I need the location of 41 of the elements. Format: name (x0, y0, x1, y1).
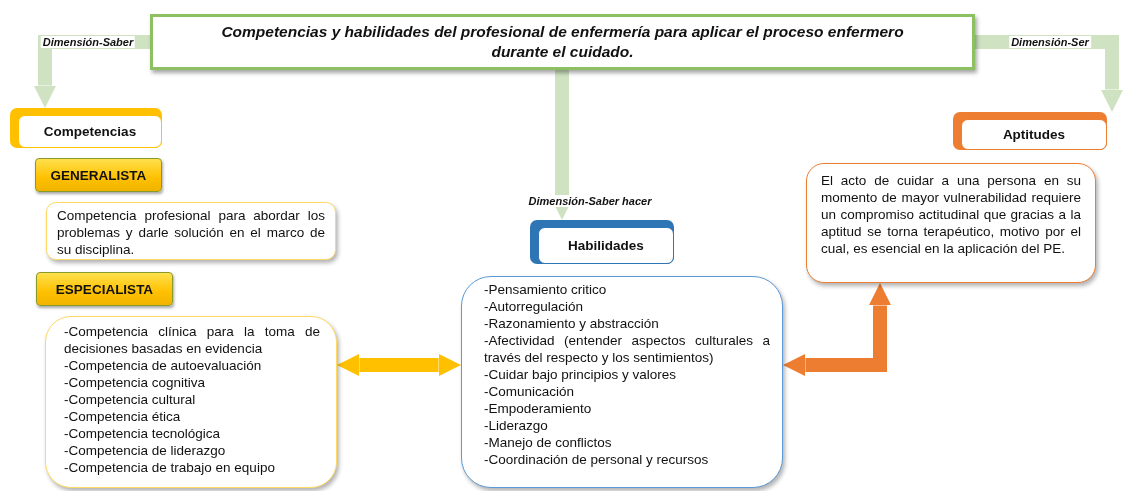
list-item: -Competencia cultural (64, 391, 197, 408)
list-item: -Competencia clínica para la toma de decisiones basadas en evidencia (64, 323, 320, 357)
block-arrow (33, 35, 150, 108)
list-item: -Pensamiento critico (484, 281, 608, 298)
block-arrow (783, 283, 892, 377)
list-item: -Competencia cognitiva (64, 374, 207, 391)
title-banner (150, 14, 975, 70)
edge-label: Dimensión-Ser (1009, 36, 1091, 48)
list-item: -Afectividad (entender aspectos culturales a través del respecto y los sentimientos) (484, 332, 770, 366)
heading-tab (530, 220, 674, 264)
list-item: -Cuidar bajo principios y valores (484, 366, 678, 383)
edge-label: Dimensión-Saber hacer (526, 195, 654, 207)
block-arrow (975, 35, 1124, 112)
description-card (46, 202, 336, 260)
tab-heading: Aptitudes (961, 119, 1107, 150)
edge-label: Dimensión-Saber (40, 36, 136, 48)
list-item: -Razonamiento y abstracción (484, 315, 660, 332)
category-label: GENERALISTA (35, 158, 162, 192)
title-text: Competencias y habilidades del profesional de enfermería para aplicar el proceso enfermero durante el cuidado. (220, 21, 905, 62)
list-item: -Autorregulación (484, 298, 585, 315)
tab-heading: Competencias (18, 115, 162, 148)
list-item: -Liderazgo (484, 417, 549, 434)
list-item: -Competencia ética (64, 408, 182, 425)
description-text: Competencia profesional para abordar los problemas y darle solución en el marco de su disciplina. (57, 207, 325, 258)
description-card (806, 163, 1096, 283)
list-card (461, 276, 783, 488)
category-label: ESPECIALISTA (36, 272, 173, 306)
list-item: -Empoderamiento (484, 400, 593, 417)
heading-tab (10, 108, 162, 148)
list-item: -Manejo de conflictos (484, 434, 613, 451)
description-text: El acto de cuidar a una persona en su momento de mayor vulnerabilidad requiere un compromiso actitudinal que gracias a la aptitud se torna terapéutico, motivo por el cual, es esencial en la aplicación del PE. (821, 172, 1081, 257)
list-item: -Competencia de trabajo en equipo (64, 459, 276, 476)
list-item: -Competencia de autoevaluación (64, 357, 263, 374)
list-item: -Coordinación de personal y recursos (484, 451, 710, 468)
list-item: -Competencia tecnológica (64, 425, 222, 442)
list-card (45, 316, 337, 488)
block-arrow (337, 353, 461, 377)
list-item: -Competencia de liderazgo (64, 442, 227, 459)
heading-tab (953, 112, 1107, 150)
tab-heading: Habilidades (538, 227, 674, 264)
list-item: -Comunicación (484, 383, 576, 400)
